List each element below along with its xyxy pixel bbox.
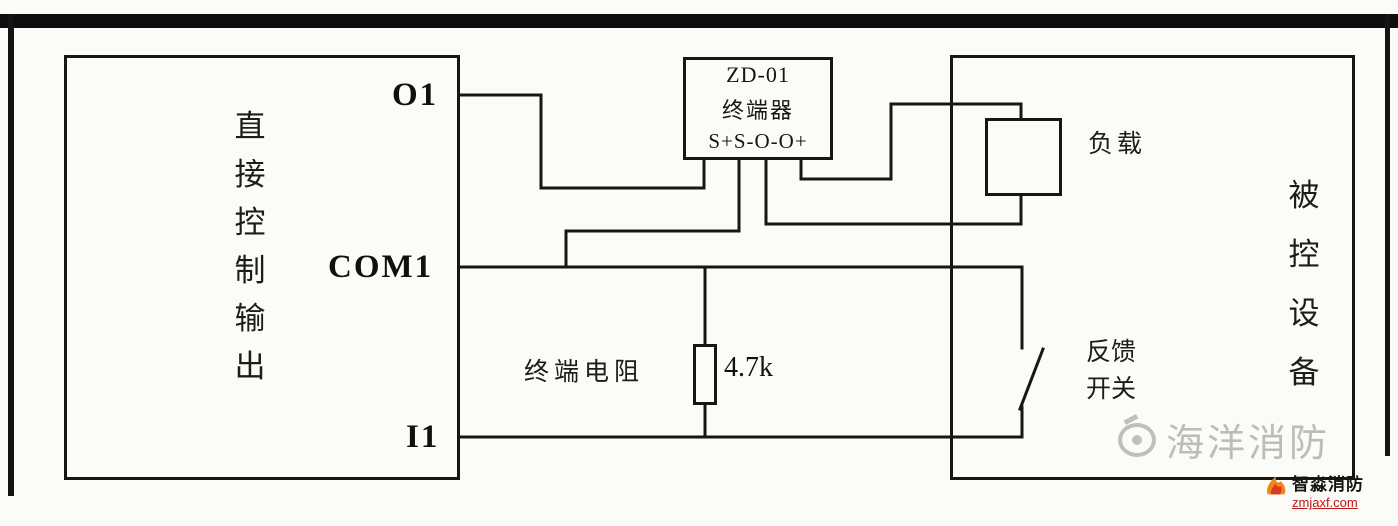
controller-label: 直 接 控 制 输 出	[226, 103, 274, 391]
device-label-char: 备	[1288, 355, 1320, 390]
controller-label-char: 制	[234, 253, 266, 288]
zhimiao-brand-text: 智淼消防	[1292, 475, 1364, 494]
controlled-device-label: 被 控 设 备	[1280, 166, 1328, 402]
terminator-model: ZD-01	[726, 62, 790, 87]
device-label-char: 被	[1288, 178, 1320, 213]
terminal-o1-label: O1	[392, 77, 439, 113]
controller-label-char: 直	[234, 109, 266, 144]
terminator-box: ZD-01 终端器 S+S-O-O+	[683, 57, 833, 160]
controller-label-char: 出	[234, 349, 266, 384]
terminator-name: 终端器	[721, 97, 794, 123]
ocean-logo-icon	[1118, 422, 1156, 457]
device-label-char: 设	[1288, 296, 1320, 331]
zhimiao-text-block: 智淼消防 zmjaxf.com	[1292, 474, 1364, 512]
wire-ominus-to-load-bottom	[764, 158, 1023, 226]
wire-oplus-to-load-top	[799, 102, 1023, 181]
resistor-value: 4.7k	[724, 352, 773, 383]
frame-right-edge	[1385, 14, 1390, 456]
device-label-char: 控	[1288, 237, 1320, 272]
terminator-pins: S+S-O-O+	[708, 129, 808, 153]
ocean-watermark-text: 海洋消防	[1166, 423, 1331, 465]
frame-left-edge	[8, 14, 14, 496]
wire-sminus-to-com1	[564, 158, 741, 269]
controller-box	[64, 55, 460, 480]
frame-top-edge	[0, 14, 1398, 28]
feedback-switch-label-line2: 开关	[1086, 376, 1137, 403]
ocean-watermark: 海洋消防	[1118, 412, 1330, 467]
wire-o1-to-splus	[458, 93, 706, 190]
controller-label-char: 控	[234, 205, 266, 240]
terminal-i1-label: I1	[406, 419, 440, 455]
flame-icon	[1267, 476, 1286, 495]
feedback-switch-label-line1: 反馈	[1086, 339, 1137, 366]
load-label: 负载	[1088, 131, 1147, 158]
resistor-symbol	[693, 344, 717, 405]
resistor-label: 终端电阻	[524, 359, 645, 386]
switch-blade	[1018, 347, 1045, 411]
feedback-switch-label: 反馈 开关	[1086, 334, 1136, 408]
zhimiao-site-text: zmjaxf.com	[1292, 495, 1358, 511]
controlled-device-box	[950, 55, 1355, 480]
controller-label-char: 接	[234, 157, 266, 192]
load-box	[985, 118, 1062, 196]
terminal-com1-label: COM1	[328, 249, 434, 285]
controller-label-char: 输	[234, 301, 266, 336]
zhimiao-watermark: 智淼消防 zmjaxf.com	[1264, 474, 1364, 512]
